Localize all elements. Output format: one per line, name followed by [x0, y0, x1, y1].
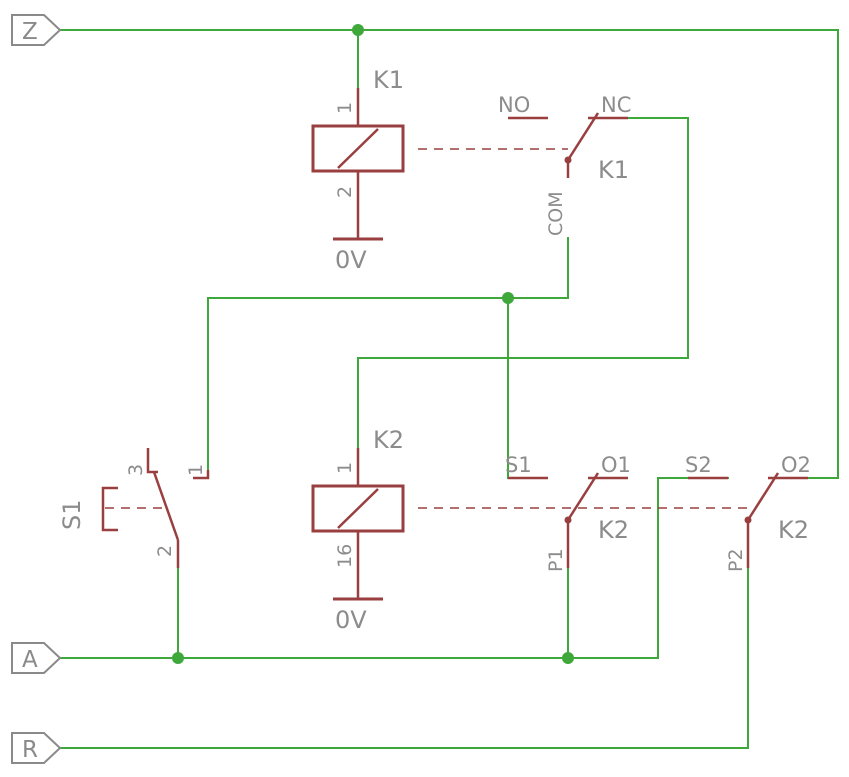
k2-o2-label: O2	[781, 453, 811, 477]
s1-pin3-label: 3	[125, 464, 147, 476]
port-z: Z	[11, 14, 62, 46]
k1-coil-pin-top: 1	[334, 102, 356, 114]
k2-s1-label: S1	[505, 453, 532, 477]
wire-z-bus	[59, 29, 839, 479]
relay-k1-contact: K1 NO NC COM	[418, 93, 631, 236]
k1-no-label: NO	[498, 93, 530, 117]
k1-com-label: COM	[545, 191, 567, 236]
port-r-shape	[11, 732, 62, 764]
k1-contact-blade	[566, 112, 600, 161]
wire-r-bus	[59, 567, 749, 749]
port-r: R	[11, 732, 62, 764]
relay-k2-coil: K2 1 16 0V	[311, 426, 405, 634]
k2-s2-label: S2	[685, 453, 712, 477]
k1-coil-pin-bottom: 2	[334, 186, 356, 198]
port-z-label: Z	[22, 19, 38, 45]
s1-blade	[152, 471, 180, 541]
k2-coil-pin-bottom: 16	[334, 544, 356, 568]
s1-pin1-label: 1	[185, 464, 207, 476]
junctions	[172, 24, 574, 664]
k2-pivot-1	[564, 516, 572, 524]
k2-p2-label: P2	[725, 548, 747, 572]
k2-coil-pin-top: 1	[334, 462, 356, 474]
wire-k1-nc-to-k2-coil	[357, 117, 689, 449]
k2-coil-name: K2	[373, 426, 404, 454]
k2-contact1-name: K2	[598, 516, 629, 544]
switch-s1: S1 3 1 2	[58, 448, 210, 568]
relay-k1-coil: K1 1 2 0V	[311, 66, 405, 274]
port-a: A	[11, 642, 62, 674]
junction-a-s1	[172, 652, 184, 664]
s1-actuator	[101, 486, 118, 532]
k2-ground-label: 0V	[335, 606, 367, 634]
k2-o1-label: O1	[601, 453, 631, 477]
k1-contact-name: K1	[598, 156, 629, 184]
junction-a-p1	[562, 652, 574, 664]
relay-k2-contacts: K2 S1 O1 P1 K2 S2 O2 P2	[418, 453, 811, 572]
junction-com	[502, 292, 514, 304]
port-r-label: R	[22, 737, 38, 763]
k1-nc-label: NC	[601, 93, 631, 117]
k1-pivot	[564, 156, 572, 164]
wire-a-bus	[59, 477, 729, 659]
port-a-shape	[11, 642, 62, 674]
s1-pin2-label: 2	[154, 545, 176, 557]
junction-z	[352, 24, 364, 36]
k2-contact2-name: K2	[778, 516, 809, 544]
k2-pivot-2	[744, 516, 752, 524]
wires	[59, 29, 839, 749]
k2-contact1-blade	[566, 472, 600, 521]
k2-coil-slash	[337, 488, 379, 529]
k1-coil-slash	[337, 128, 379, 169]
k2-contact2-blade	[746, 472, 780, 521]
k2-p1-label: P1	[545, 548, 567, 572]
s1-pin1-contact	[193, 470, 210, 480]
s1-pin3-contact	[146, 448, 158, 474]
port-a-label: A	[22, 647, 38, 673]
k1-coil-name: K1	[373, 66, 404, 94]
port-z-shape	[11, 14, 62, 46]
k1-ground-label: 0V	[335, 246, 367, 274]
s1-name: S1	[58, 499, 86, 530]
